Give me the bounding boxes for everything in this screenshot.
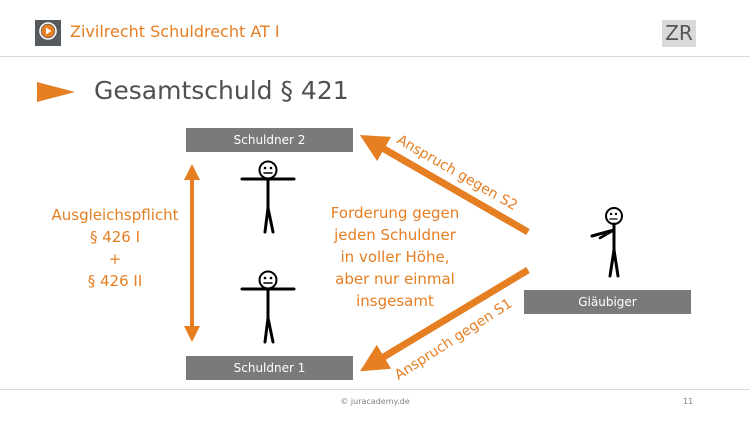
- page-number: 11: [683, 397, 694, 406]
- forderung-line: jeden Schuldner: [334, 226, 456, 244]
- ausgleichspflicht-text: Ausgleichspflicht § 426 I + § 426 II: [40, 204, 190, 292]
- stick-figure-icon: [240, 160, 296, 234]
- glaeubiger-box: Gläubiger: [524, 290, 691, 314]
- ausgleich-line: § 426 I: [89, 228, 141, 246]
- play-icon: [38, 21, 58, 45]
- forderung-line: aber nur einmal: [335, 270, 455, 288]
- ausgleich-line: +: [108, 250, 122, 268]
- header-divider: [0, 56, 750, 57]
- title-arrow-icon: [37, 82, 77, 106]
- schuldner-2-box: Schuldner 2: [186, 128, 353, 152]
- play-logo: [35, 20, 61, 46]
- stick-figure-icon: [590, 207, 623, 278]
- arrow-to-schuldner-2: [359, 135, 530, 236]
- slide-title: Gesamtschuld § 421: [94, 76, 349, 105]
- forderung-line: Forderung gegen: [330, 204, 460, 222]
- ausgleich-line: § 426 II: [87, 272, 143, 290]
- footer-copyright: © juracademy.de: [340, 397, 410, 406]
- subject-badge: ZR: [662, 20, 696, 47]
- forderung-line: in voller Höhe,: [340, 248, 450, 266]
- footer-divider: [0, 389, 750, 390]
- forderung-text: Forderung gegen jeden Schuldner in volle…: [320, 202, 470, 312]
- arrow-to-schuldner-1: [360, 267, 530, 372]
- course-title: Zivilrecht Schuldrecht AT I: [70, 22, 280, 41]
- forderung-line: insgesamt: [356, 292, 434, 310]
- ausgleich-line: Ausgleichspflicht: [51, 206, 179, 224]
- schuldner-1-box: Schuldner 1: [186, 356, 353, 380]
- stick-figure-icon: [240, 270, 296, 344]
